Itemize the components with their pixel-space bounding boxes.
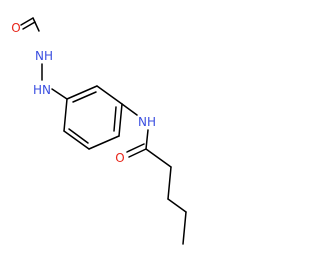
ring-bond-5 — [63, 130, 90, 150]
bond-carbonyl-co — [128, 148, 147, 158]
bond-n-ring — [51, 88, 68, 100]
molecule-structure-diagram: O NH HN NH O — [11, 17, 187, 245]
structure-svg: O NH HN NH O — [11, 17, 187, 245]
atom-o-formyl: O — [11, 21, 20, 35]
bond-formyl-co — [20, 17, 34, 26]
ring-bond-2 — [96, 85, 123, 105]
bond-n-carbonyl — [145, 129, 149, 150]
chain-bond-4 — [182, 211, 187, 245]
ring-bond-1 — [66, 85, 98, 100]
ring-double-2 — [113, 106, 117, 132]
atom-nh-amide: NH — [138, 115, 156, 129]
ring-bond-6 — [63, 98, 68, 132]
bond-ring-n-amide — [121, 103, 138, 116]
chain-bond-1 — [145, 148, 172, 168]
atom-hn-lower: HN — [33, 83, 51, 97]
atom-o-amide: O — [115, 151, 124, 165]
bond-carbonyl-co-double — [126, 143, 145, 153]
bond-formyl-cn — [32, 17, 40, 32]
bond-formyl-co-double — [22, 21, 36, 30]
ring-bond-3 — [118, 103, 123, 137]
chain-bond-3 — [167, 198, 187, 213]
atom-nh-upper: NH — [35, 49, 53, 63]
ring-double-3 — [68, 128, 89, 144]
ring-bond-4 — [88, 135, 120, 150]
chain-bond-2 — [167, 166, 172, 200]
ring-double-1 — [72, 91, 97, 103]
